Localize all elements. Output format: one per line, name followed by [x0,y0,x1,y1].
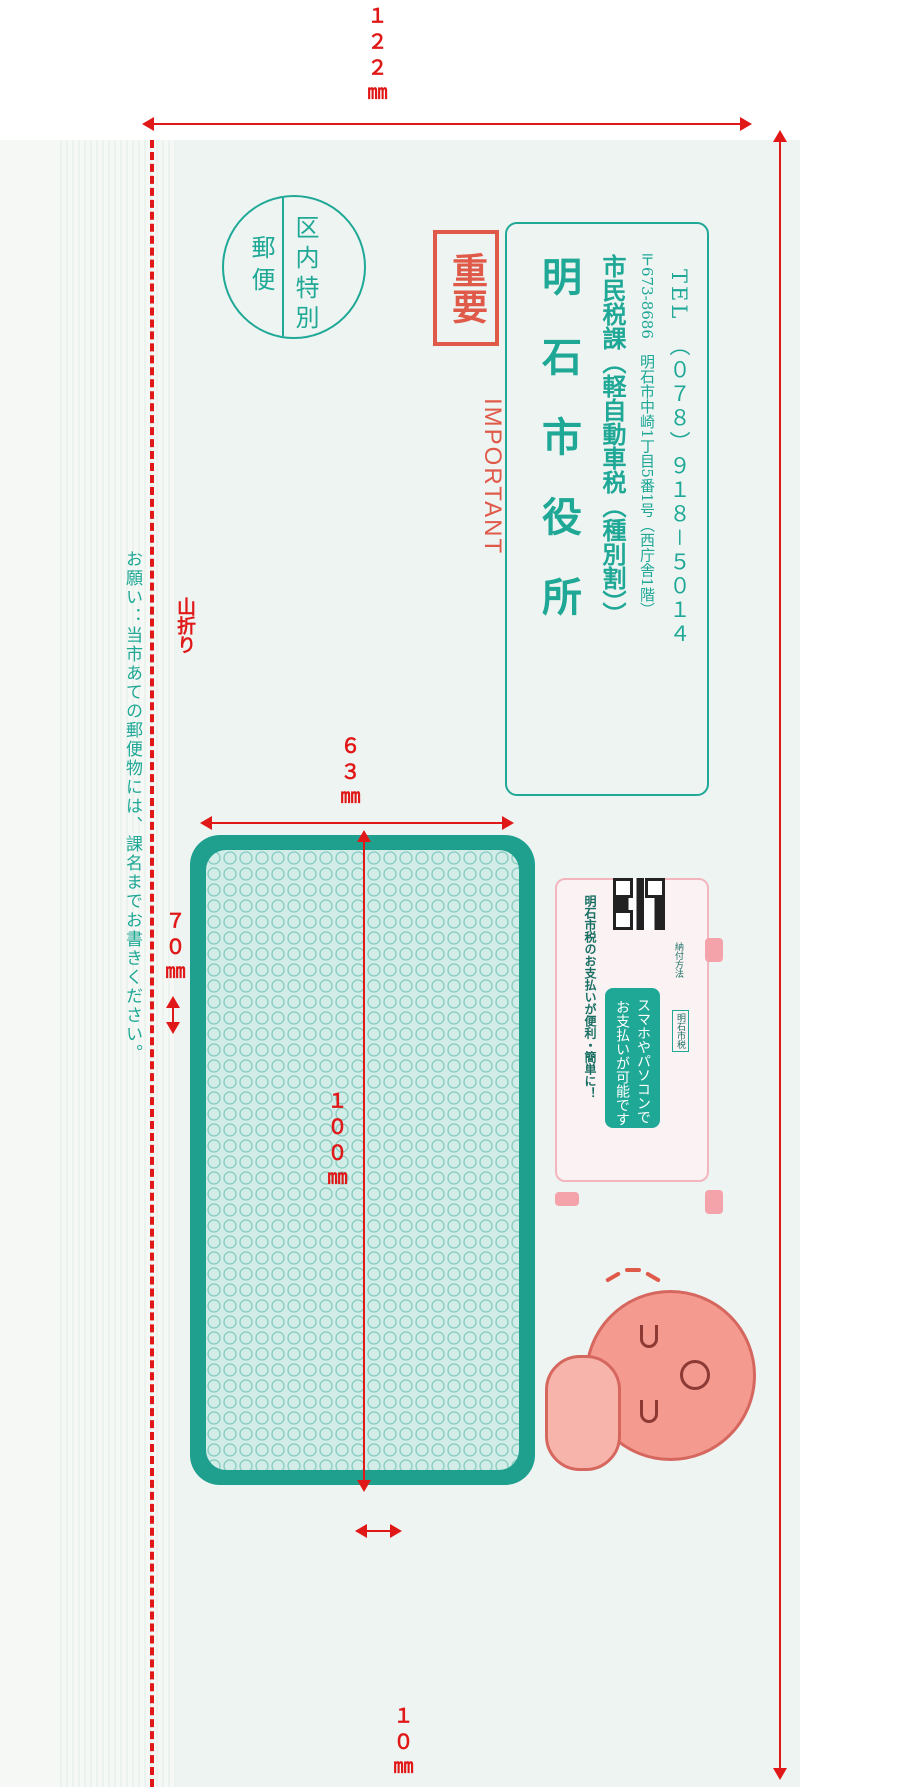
window-pattern [206,850,519,1470]
dim-line-offset [172,1006,174,1022]
dim-line-width [152,123,742,125]
dim-arrow-wh-right [502,816,514,830]
dim-label-width: １２２㎜ [364,5,388,109]
advert-peg [705,1190,723,1214]
dim-arrow-bm-right [390,1524,402,1538]
dim-arrow-ww-down [357,1480,371,1492]
address-window [190,835,535,1485]
mascot-hat-icon [545,1355,621,1471]
dim-arrow-wh-left [200,816,212,830]
dim-label-bottom-margin: １０㎜ [390,1705,414,1783]
postmark-line1: 区内特別 [291,215,319,335]
postmark-divider [282,197,284,337]
dim-line-window-height [210,822,502,824]
advert-peg [555,1192,579,1206]
office-name: 明 石 市 役 所 [535,256,582,616]
important-english: IMPORTANT [479,398,506,556]
dim-arrow-ww-up [357,830,371,842]
advert-tag2: 納付方法 [673,942,683,978]
dim-label-window-height: ６３㎜ [337,735,361,813]
dim-line-height [779,140,781,1770]
fold-label: 山折り [174,597,196,654]
postal-address: 〒673-8686 明石市中崎1丁目5番1号（西庁舎1階） [638,252,656,618]
important-badge: 重要 [433,230,499,346]
flap-texture [60,140,175,1787]
advert-headline: 明石市税のお支払いが便利・簡単に！ [583,895,597,1099]
telephone: TEL （０７８）９１８－５０１４ [667,269,691,647]
dim-line-bottom-margin [365,1530,393,1532]
dim-label-window-offset: ７０㎜ [162,910,186,988]
mascot-eye-icon [640,1325,658,1348]
return-address-box: 明 石 市 役 所 市民税課（軽自動車税（種別割）） 〒673-8686 明石市… [505,222,709,796]
qr-corner-icon [613,910,633,930]
dim-arrow-right [740,117,752,131]
advert-line1: スマホやパソコンで [635,998,651,1124]
fold-flap [0,140,175,1787]
qr-corner-icon [645,878,665,898]
dim-label-window-width: １００㎜ [324,1090,348,1194]
advert-line2: お支払いが可能です [614,1000,630,1126]
mascot-nose-icon [680,1360,710,1390]
advert-peg [705,938,723,962]
dim-arrow-offset-down [166,1022,180,1034]
notice-text: お願い：当市あての郵便物には、課名までお書きください。 [122,550,142,1063]
fold-line [150,140,154,1787]
postmark-line2: 郵便 [247,235,275,299]
mascot-accent-icon [625,1268,641,1272]
qr-corner-icon [613,878,633,898]
advert-tag1: 明石市税 [672,1010,689,1052]
dim-arrow-offset-up [166,996,180,1008]
dim-arrow-top [773,130,787,142]
qr-code [613,878,665,930]
mascot-eye-icon [640,1400,658,1423]
important-badge-text: 重要 [446,252,487,324]
postmark-stamp: 区内特別 郵便 [222,195,366,339]
dim-arrow-bm-left [355,1524,367,1538]
advert-bubble [605,988,660,1128]
dim-arrow-bottom [773,1768,787,1780]
dim-line-window-width [363,840,365,1480]
department-name: 市民税課（軽自動車税（種別割）） [598,254,626,626]
dim-arrow-left [142,117,154,131]
